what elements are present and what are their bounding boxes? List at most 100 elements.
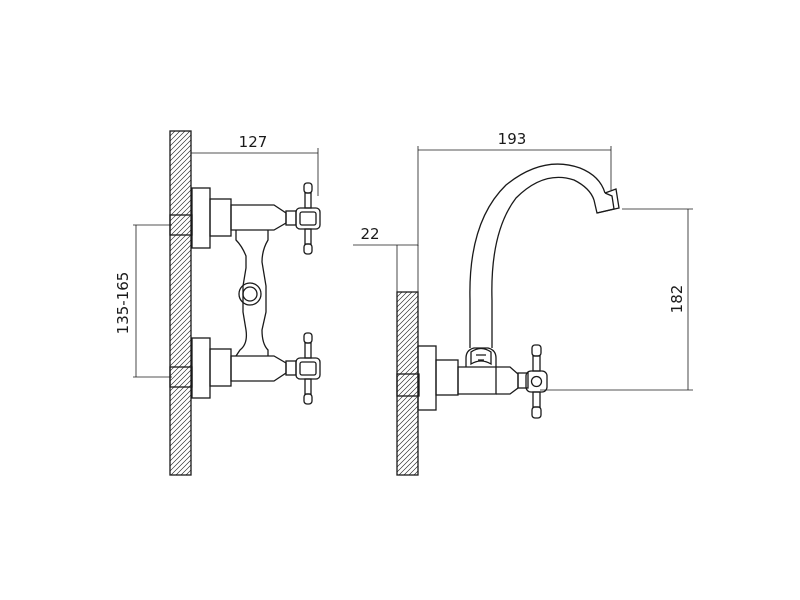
- mixer-body: [235, 230, 269, 357]
- hatch-line: [170, 389, 191, 412]
- hatch-line: [170, 414, 191, 437]
- front-wall: [169, 130, 192, 516]
- hatch-line: [397, 300, 418, 323]
- hatch-line: [170, 219, 191, 242]
- hatch-line: [170, 299, 191, 322]
- hatch-line: [397, 335, 418, 358]
- hatch-line: [170, 209, 191, 232]
- hatch-line: [170, 131, 191, 152]
- hatch-line: [170, 139, 191, 162]
- hatch-line: [397, 390, 418, 413]
- hatch-line: [397, 325, 418, 348]
- inlet-spacing-label: 135-165: [114, 272, 132, 335]
- hatch-line: [397, 292, 403, 298]
- hatch-line: [190, 474, 191, 475]
- hatch-line: [397, 305, 418, 328]
- hatch-line: [170, 131, 181, 142]
- hatch-line: [170, 379, 191, 402]
- hatch-line: [397, 380, 418, 403]
- hatch-line: [397, 350, 418, 373]
- hatch-line: [170, 284, 191, 307]
- hatch-line: [170, 264, 191, 287]
- hatch-line: [397, 420, 418, 443]
- hatch-line: [170, 131, 176, 137]
- hatch-line: [170, 359, 191, 382]
- hatch-line: [170, 244, 191, 267]
- hatch-line: [397, 292, 398, 293]
- hatch-line: [170, 399, 191, 422]
- hatch-line: [170, 179, 191, 202]
- hatch-line: [397, 360, 418, 383]
- hatch-line: [397, 400, 418, 423]
- hatch-line: [170, 419, 191, 442]
- hatch-line: [170, 364, 191, 387]
- hatch-line: [170, 229, 191, 252]
- curved-spout: [469, 163, 620, 348]
- side-width-label: 193: [498, 130, 527, 148]
- hatch-line: [170, 329, 191, 352]
- hatch-line: [175, 459, 191, 475]
- hatch-line: [170, 199, 191, 222]
- hatch-line: [170, 174, 191, 197]
- hatch-line: [170, 354, 191, 377]
- hatch-line: [170, 294, 191, 317]
- hatch-line: [170, 194, 191, 217]
- hatch-line: [170, 164, 191, 187]
- dimension-wall-offset: 22: [353, 225, 418, 246]
- side-valve: [417, 345, 529, 411]
- side-view: 193 22 182: [353, 130, 693, 497]
- dimension-spout-height: 182: [540, 208, 693, 391]
- hatch-line: [170, 334, 191, 357]
- hatch-line: [170, 409, 191, 432]
- dimension-inlet-spacing: 135-165: [114, 224, 172, 378]
- hatch-line: [397, 292, 418, 313]
- hatch-line: [170, 424, 191, 447]
- dimension-side-width: 193: [417, 130, 612, 246]
- hatch-line: [397, 310, 418, 333]
- hatch-line: [403, 460, 418, 475]
- upper-cross-handle: [295, 182, 321, 255]
- hatch-line: [170, 249, 191, 272]
- hatch-line: [170, 495, 191, 516]
- hatch-line: [408, 465, 418, 475]
- hatch-line: [170, 304, 191, 327]
- hatch-line: [170, 274, 191, 297]
- hatch-line: [397, 430, 418, 453]
- spout-swivel: [465, 347, 497, 367]
- front-width-label: 127: [239, 133, 268, 151]
- hatch-line: [170, 480, 191, 501]
- hatch-line: [397, 415, 418, 438]
- hatch-line: [397, 450, 418, 473]
- hatch-line: [397, 405, 418, 428]
- hatch-line: [170, 289, 191, 312]
- hatch-line: [170, 279, 191, 302]
- side-inlet: [396, 373, 420, 397]
- hatch-line: [185, 469, 191, 475]
- hatch-line: [170, 154, 191, 177]
- spout-height-label: 182: [668, 285, 686, 314]
- hatch-line: [397, 476, 418, 497]
- hatch-line: [170, 309, 191, 332]
- side-wall: [396, 245, 419, 497]
- hatch-line: [397, 292, 408, 303]
- hatch-line: [180, 464, 191, 475]
- hatch-line: [170, 169, 191, 192]
- hatch-line: [170, 259, 191, 282]
- hatch-line: [170, 384, 191, 407]
- hatch-line: [170, 131, 186, 147]
- hatch-line: [397, 315, 418, 338]
- hatch-line: [170, 239, 191, 262]
- hatch-line: [397, 440, 418, 463]
- hatch-line: [170, 444, 191, 467]
- hatch-line: [170, 234, 191, 257]
- hatch-line: [170, 134, 191, 157]
- hatch-line: [170, 374, 191, 397]
- hatch-line: [170, 490, 191, 511]
- hatch-line: [397, 295, 418, 318]
- hatch-line: [397, 445, 418, 468]
- hatch-line: [170, 344, 191, 367]
- hatch-line: [170, 214, 191, 237]
- hatch-line: [170, 159, 191, 182]
- hatch-line: [170, 254, 191, 277]
- hatch-line: [170, 394, 191, 417]
